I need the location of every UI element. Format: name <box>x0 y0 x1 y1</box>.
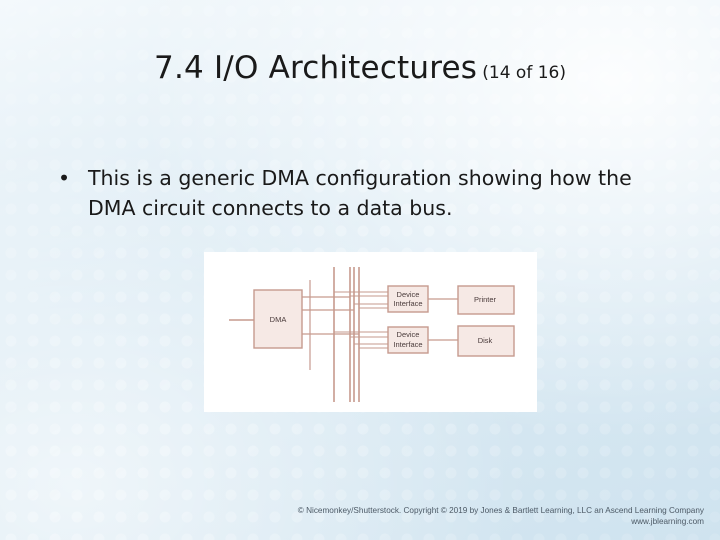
disk-box <box>457 325 515 357</box>
device-interface-2-line1: Device <box>397 330 420 339</box>
bullet-text: This is a generic DMA configuration show… <box>88 166 632 220</box>
printer-box <box>457 285 515 315</box>
diagram-labels: DMA Device Interface Device Interface Pr… <box>270 290 497 349</box>
diagram-lines <box>229 267 458 402</box>
slide-title-main: 7.4 I/O Architectures <box>154 50 478 86</box>
bullet-point: • This is a generic DMA configuration sh… <box>58 163 668 223</box>
bullet-symbol: • <box>58 166 71 190</box>
dma-label: DMA <box>270 315 287 324</box>
diagram-boxes <box>253 285 515 357</box>
credit-line: © Nicemonkey/Shutterstock. Copyright © 2… <box>297 506 704 515</box>
dma-diagram: DMA Device Interface Device Interface Pr… <box>204 252 537 412</box>
dma-box <box>253 289 303 349</box>
device-interface-box-1 <box>387 285 429 313</box>
slide-title: 7.4 I/O Architectures (14 of 16) <box>0 50 720 86</box>
printer-label: Printer <box>474 295 497 304</box>
dma-diagram-svg: DMA Device Interface Device Interface Pr… <box>229 267 515 402</box>
device-interface-1-line2: Interface <box>393 299 422 308</box>
device-interface-2-line2: Interface <box>393 340 422 349</box>
device-interface-box-2 <box>387 326 429 354</box>
credit-website: www.jblearning.com <box>631 517 704 526</box>
slide-title-subtitle: (14 of 16) <box>482 63 566 83</box>
disk-label: Disk <box>478 336 493 345</box>
device-interface-1-line1: Device <box>397 290 420 299</box>
copyright-credit: © Nicemonkey/Shutterstock. Copyright © 2… <box>298 505 704 527</box>
